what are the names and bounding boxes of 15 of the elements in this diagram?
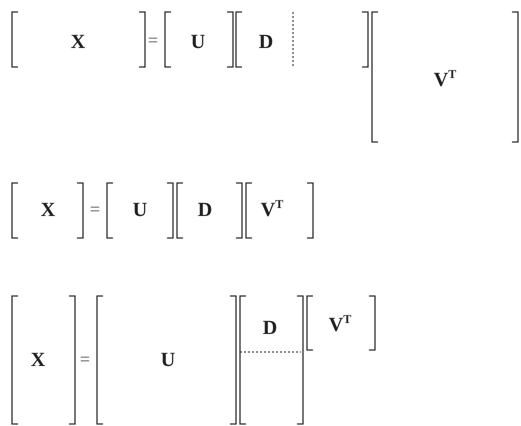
matrix-symbol: D	[262, 318, 278, 338]
matrix-symbol: X	[40, 200, 56, 220]
equals-sign: =	[90, 200, 100, 218]
matrix-symbol: V$^{T}$	[328, 315, 352, 335]
matrix-symbol: D	[258, 32, 274, 52]
matrix-symbol: U	[132, 200, 148, 220]
matrix-symbol: D	[198, 200, 212, 220]
equals-sign: =	[148, 31, 158, 49]
matrix-symbol: X	[30, 350, 46, 370]
matrix-symbol: U	[160, 350, 176, 370]
matrix-symbol: U	[190, 32, 206, 52]
matrix-symbol: V$^{T}$	[434, 70, 456, 90]
matrix-symbol: X	[70, 32, 86, 52]
equals-sign: =	[80, 350, 90, 368]
matrix-symbol: V$^{T}$	[260, 200, 284, 220]
